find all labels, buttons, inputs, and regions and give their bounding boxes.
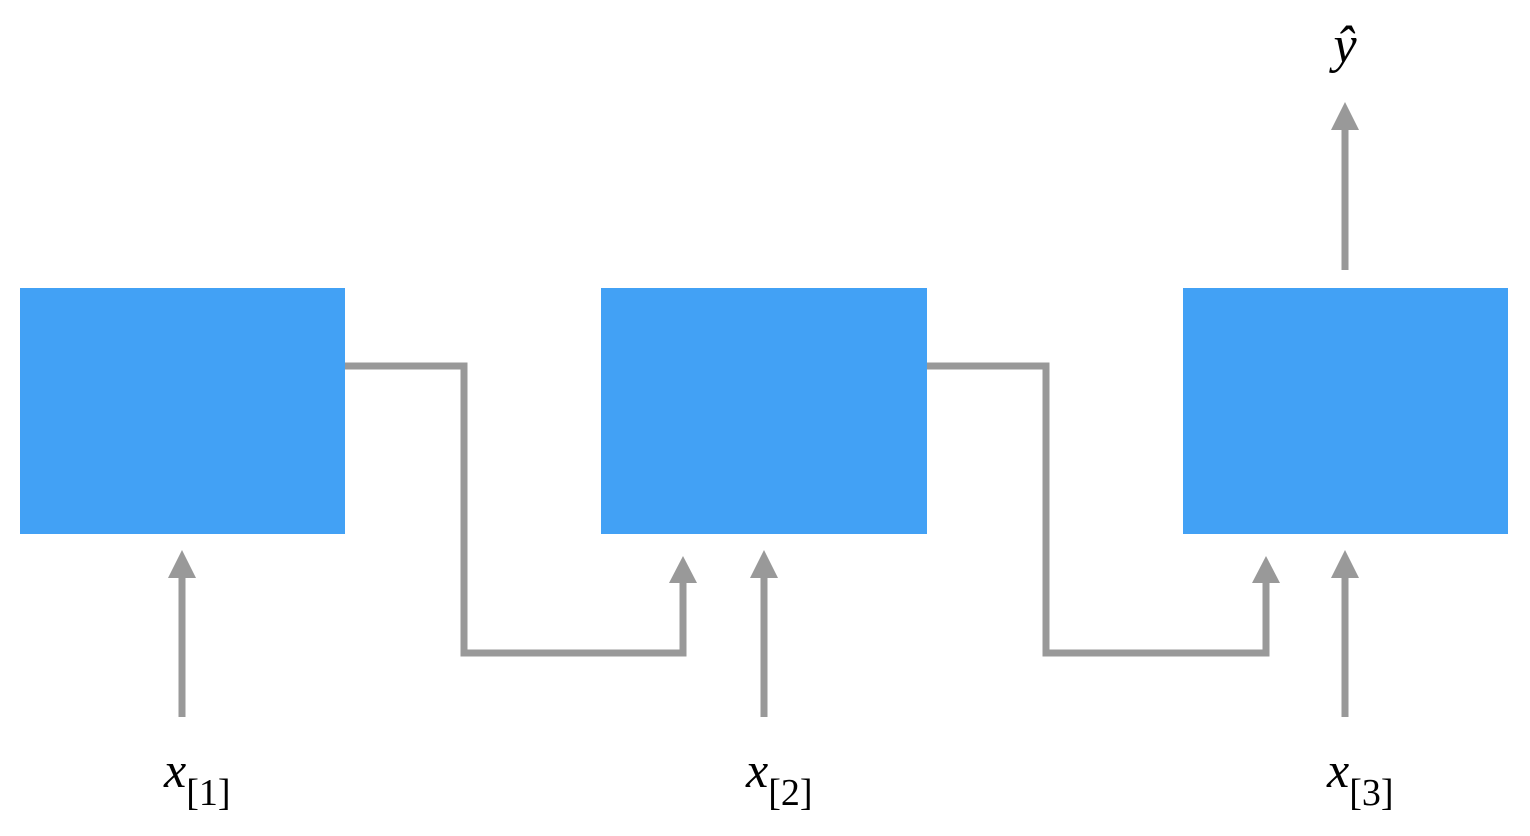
input-arrowhead-2 [750, 550, 778, 578]
block-1 [20, 288, 345, 534]
recurrent-connection-1-2 [345, 362, 687, 657]
input-arrowhead-1 [168, 550, 196, 578]
output-label: ŷ [1328, 17, 1357, 74]
output-arrowhead [1331, 102, 1359, 130]
block-3 [1183, 288, 1508, 534]
input-label-2: x[2] [745, 742, 813, 814]
input-label-1: x[1] [163, 742, 231, 814]
input-arrowhead-3 [1331, 550, 1359, 578]
block-2 [601, 288, 927, 534]
recurrent-arrowhead-1-2 [669, 556, 697, 583]
recurrent-connection-2-3 [927, 362, 1270, 657]
input-label-3: x[3] [1326, 742, 1394, 814]
recurrent-arrowhead-2-3 [1252, 556, 1280, 583]
